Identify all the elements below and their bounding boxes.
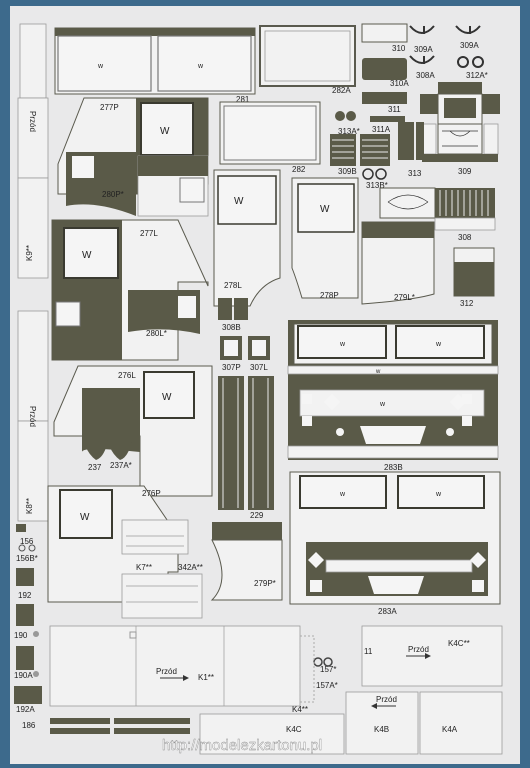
window-mark-281b: w (197, 63, 204, 70)
window-mark-283a-a: w (339, 491, 346, 498)
label-280p: 280P* (102, 190, 124, 199)
label-k4b: K4B (374, 725, 389, 734)
part-283a-panel: w w (289, 471, 501, 605)
window-mark-283b-c: w (375, 369, 381, 375)
window-mark-276l: W (162, 392, 172, 403)
label-190: 190 (14, 631, 28, 640)
label-278l: 278L (224, 281, 242, 290)
label-309a-2: 309A (460, 41, 479, 50)
window-mark-283b-a: w (339, 341, 346, 348)
label-313b: 313B* (366, 181, 388, 190)
window-mark-281a: w (97, 63, 104, 70)
label-309b: 309B (338, 167, 357, 176)
label-276p: 276P (142, 489, 161, 498)
label-k4c: K4C** (448, 639, 470, 648)
window-mark-278p: W (320, 204, 330, 215)
part-283b-panel: w w w w (287, 320, 499, 460)
label-280l: 280L* (146, 329, 167, 338)
label-192: 192 (18, 591, 32, 600)
label-186: 186 (22, 721, 36, 730)
label-307l: 307L (250, 363, 268, 372)
label-237a: 237A* (110, 461, 132, 470)
arrow-label-przod-3: Przód (156, 667, 177, 676)
left-strip-k8 (17, 420, 49, 522)
label-276l: 276L (118, 371, 136, 380)
label-308b: 308B (222, 323, 241, 332)
window-mark-277l: W (82, 250, 92, 261)
label-309a-1: 309A (414, 45, 433, 54)
window-mark-283b-d: w (379, 401, 386, 408)
label-k1: K1** (198, 673, 214, 682)
label-192a: 192A (16, 705, 35, 714)
label-313: 313 (408, 169, 422, 178)
label-281: 281 (236, 95, 250, 104)
label-229: 229 (250, 511, 264, 520)
label-157a: 157A* (316, 681, 338, 690)
label-k7: K7** (136, 563, 152, 572)
label-156: 156 (20, 537, 34, 546)
window-mark-277p: W (160, 126, 170, 137)
arrow-label-przod-1: Przód (28, 111, 37, 132)
label-308a: 308A (416, 71, 435, 80)
label-279p: 279P* (254, 579, 276, 588)
label-157: 157* (320, 665, 336, 674)
label-279l: 279L* (394, 293, 415, 302)
left-strip-1 (17, 97, 49, 179)
left-strip-top (19, 23, 47, 99)
label-311: 311 (388, 105, 401, 114)
label-342a: 342A** (178, 563, 203, 572)
label-277l: 277L (140, 229, 158, 238)
label-282: 282 (292, 165, 306, 174)
label-k4: K4** (292, 705, 308, 714)
label-310: 310 (392, 44, 406, 53)
window-mark-276p: W (80, 512, 90, 523)
label-11: 11 (364, 647, 373, 656)
label-k8: K8** (25, 498, 34, 514)
label-307p: 307P (222, 363, 241, 372)
label-308: 308 (458, 233, 472, 242)
arrow-label-przod-4: Przód (408, 645, 429, 654)
arrow-label-przod-2: Przód (28, 406, 37, 427)
window-mark-283a-b: w (435, 491, 442, 498)
label-311a: 311A (372, 125, 391, 134)
label-309: 309 (458, 167, 472, 176)
label-283a: 283A (378, 607, 397, 616)
label-k9: K9** (25, 245, 34, 261)
parts-layout: Przód Przód K9** K8** w w 281 282A 310 3… (14, 23, 503, 755)
label-278p: 278P (320, 291, 339, 300)
label-190a: 190A (14, 671, 33, 680)
arrow-label-przod-5: Przód (376, 695, 397, 704)
watermark-url: http://modelezkartonu.pl (162, 737, 322, 754)
label-283b: 283B (384, 463, 403, 472)
label-312a: 312A* (466, 71, 488, 80)
label-312: 312 (460, 299, 474, 308)
label-282a: 282A (332, 86, 351, 95)
label-156b: 156B* (16, 554, 38, 563)
left-strip-k9 (17, 177, 49, 279)
part-309b-grille (330, 134, 390, 166)
label-237: 237 (88, 463, 102, 472)
cardboard-model-sheet: Przód Przód K9** K8** w w 281 282A 310 3… (10, 6, 520, 764)
window-mark-278l: W (234, 196, 244, 207)
window-mark-283b-b: w (435, 341, 442, 348)
label-277p: 277P (100, 103, 119, 112)
label-k4c-bottom: K4C (286, 725, 302, 734)
label-310a: 310A (390, 79, 409, 88)
label-k4a: K4A (442, 725, 458, 734)
label-313a: 313A* (338, 127, 360, 136)
left-strip-2 (17, 310, 49, 422)
